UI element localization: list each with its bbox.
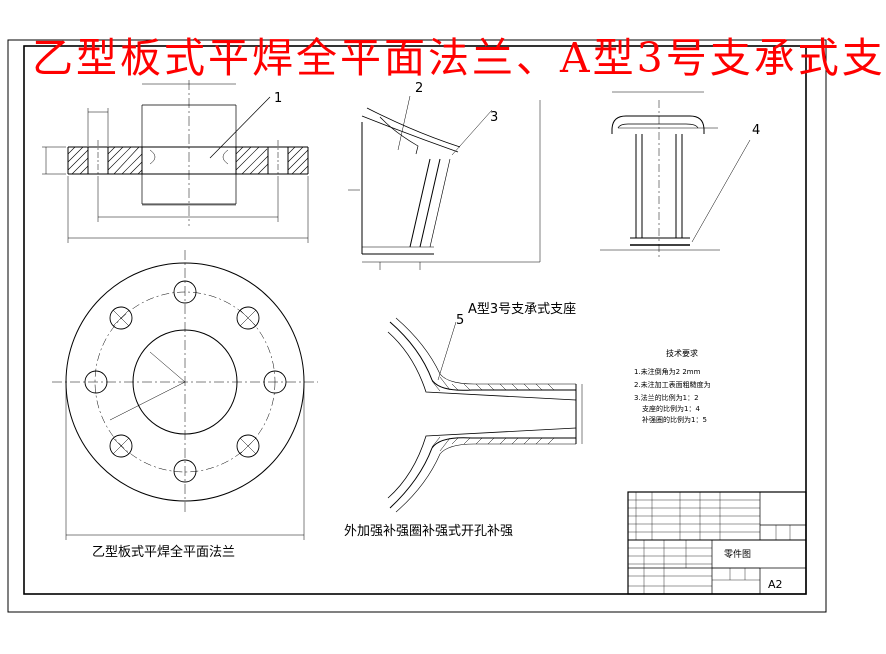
tech-requirement-1: 1.未注倒角为2 2mm (634, 367, 701, 376)
inner-frame (23, 45, 807, 595)
flange-plan-view (52, 250, 318, 540)
callout-2: 2 (415, 81, 423, 96)
reinforcement-pad-view (387, 317, 583, 513)
support-side-view (600, 91, 751, 260)
title-block (627, 491, 807, 595)
flange-caption: 乙型板式平焊全平面法兰 (92, 544, 235, 560)
support-caption: A型3号支承式支座 (468, 302, 576, 317)
tech-requirement-2: 2.未注加工表面粗糙度为 (634, 380, 711, 389)
tech-requirement-5: 补强圈的比例为1：5 (642, 415, 707, 424)
support-front-view (348, 95, 541, 270)
page-title: 乙型板式平焊全平面法兰、A型3号支承式支 (32, 34, 886, 82)
tech-requirement-3: 3.法兰的比例为1：2 (634, 393, 699, 402)
callout-3: 3 (490, 110, 498, 125)
sheet-size: A2 (768, 578, 783, 591)
drawing-name: 零件图 (724, 548, 751, 560)
callout-1: 1 (274, 91, 282, 106)
flange-section-view (42, 80, 309, 243)
tech-requirement-4: 支座的比例为1：4 (642, 404, 700, 413)
reinforcement-caption: 外加强补强圈补强式开孔补强 (344, 524, 513, 539)
callout-5: 5 (456, 313, 464, 328)
callout-4: 4 (752, 123, 760, 138)
engineering-drawing-sheet: 1 2 3 4 5 乙型板式平焊全平面法兰 A型3号支承式支座 外加强补强圈补强… (7, 39, 827, 613)
outer-border (7, 39, 827, 613)
tech-requirements-heading: 技术要求 (666, 348, 698, 358)
